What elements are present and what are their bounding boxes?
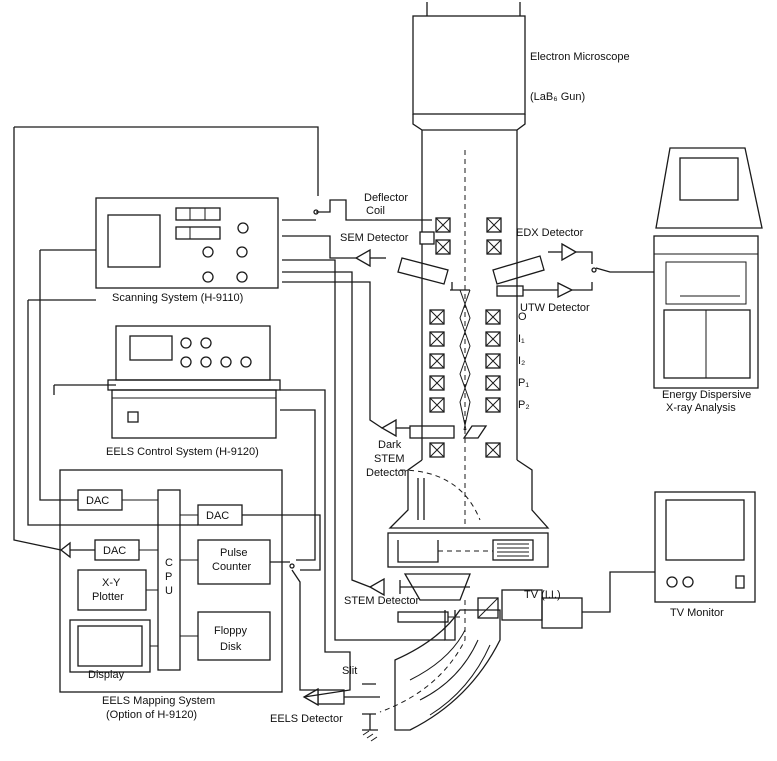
label-option-h9120: (Option of H-9120): [106, 709, 197, 721]
label-disk: Disk: [220, 641, 242, 653]
tv-camera: [477, 571, 655, 629]
label-dac-3: DAC: [206, 510, 229, 522]
scanning-system-unit: [95, 197, 279, 289]
label-detector: Detector: [366, 467, 408, 479]
label-tv-monitor: TV Monitor: [670, 607, 724, 619]
label-display: Display: [88, 669, 125, 681]
label-pulse: Pulse: [220, 547, 248, 559]
spectrometer-magnet: [379, 600, 501, 731]
label-stem-detector: STEM Detector: [344, 595, 420, 607]
label-tv-ii: TV (I.I.): [524, 589, 561, 601]
label-utw-detector: UTW Detector: [520, 302, 590, 314]
eels-mapping-unit: [59, 469, 283, 693]
label-eels-control-system: EELS Control System (H-9120): [106, 446, 259, 458]
label-lab6-gun: (LaB₆ Gun): [530, 91, 585, 103]
eels-control-unit: [107, 325, 281, 439]
label-lens-i2: I₂: [518, 355, 525, 367]
label-floppy: Floppy: [214, 625, 248, 637]
label-eels-detector: EELS Detector: [270, 713, 343, 725]
eels-detector-assembly: [302, 683, 380, 742]
label-xy: X-Y: [102, 577, 121, 589]
label-lens-i1: I₁: [518, 333, 525, 345]
label-edx-detector: EDX Detector: [516, 227, 584, 239]
label-energy-dispersive: Energy Dispersive: [662, 389, 751, 401]
label-counter: Counter: [212, 561, 251, 573]
signal-wiring: [13, 126, 445, 698]
label-plotter: Plotter: [92, 591, 124, 603]
specimen-holder: [419, 231, 470, 291]
sem-detector-assembly: [282, 235, 449, 285]
label-lens-o: O: [518, 311, 527, 323]
label-coil: Coil: [366, 205, 385, 217]
label-dac-2: DAC: [103, 545, 126, 557]
camera-chamber: [387, 469, 549, 568]
stem-detector-assembly: [368, 573, 471, 623]
label-cpu-c: C: [165, 557, 173, 569]
dark-stem-detector-assembly: [380, 418, 488, 439]
label-lens-p1: P₁: [518, 377, 529, 389]
lens-coils: [429, 217, 502, 458]
label-lens-p2: P₂: [518, 399, 530, 411]
label-scanning-system: Scanning System (H-9110): [112, 292, 243, 304]
label-eels-mapping: EELS Mapping System: [102, 695, 215, 707]
microscope-column: [388, 2, 550, 529]
label-xray-analysis: X-ray Analysis: [666, 402, 736, 414]
edx-detector-assembly: [492, 242, 654, 299]
label-sem-detector: SEM Detector: [340, 232, 409, 244]
label-stem: STEM: [374, 453, 405, 465]
tv-monitor-unit: [654, 491, 756, 603]
label-dark: Dark: [378, 439, 402, 451]
label-electron-microscope: Electron Microscope: [530, 51, 630, 63]
label-dac-1: DAC: [86, 495, 109, 507]
label-deflector: Deflector: [364, 192, 408, 204]
edx-workstation: [653, 147, 763, 389]
label-cpu-u: U: [165, 585, 173, 597]
label-slit: Slit: [342, 665, 357, 677]
label-cpu-p: P: [165, 571, 172, 583]
text-labels: Electron Microscope (LaB₆ Gun) Deflector…: [86, 51, 751, 725]
